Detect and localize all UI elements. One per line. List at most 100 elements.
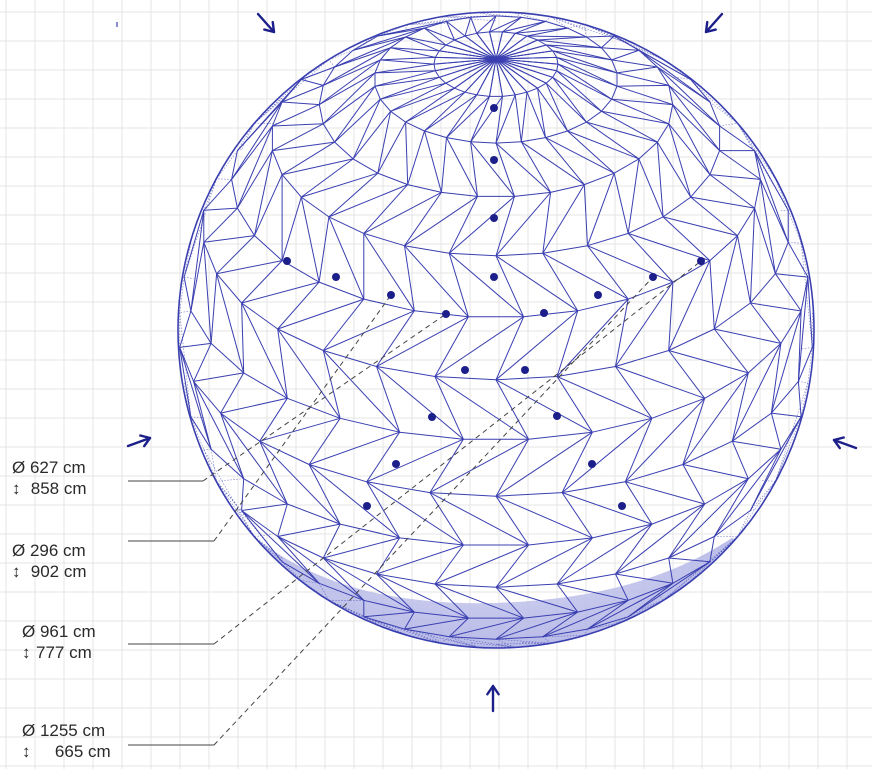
mesh-edge — [231, 150, 238, 180]
mesh-edge — [203, 207, 238, 243]
diameter-value: Ø 961 cm — [22, 622, 96, 641]
mesh-edge — [363, 233, 415, 312]
mesh-edge — [586, 121, 640, 160]
mesh-edge — [287, 397, 341, 419]
mesh-edge — [435, 56, 497, 60]
node-point — [697, 257, 705, 265]
mesh-edge — [584, 24, 664, 60]
mesh-edge — [193, 381, 212, 450]
mesh-edge — [672, 76, 691, 80]
mesh-edge — [308, 464, 341, 525]
mesh-edge — [241, 260, 283, 304]
mesh-edge — [638, 600, 664, 610]
mesh-edge — [495, 58, 528, 93]
mesh-edge — [788, 242, 802, 244]
mesh-edge — [216, 481, 255, 537]
mesh-edge — [775, 449, 789, 482]
mesh-edge — [300, 196, 320, 283]
mesh-edge — [376, 316, 469, 367]
mesh-edge — [308, 464, 367, 483]
height-value: 902 cm — [30, 562, 87, 581]
mesh-edge — [216, 273, 242, 304]
mesh-edge — [470, 17, 478, 34]
mesh-edge — [434, 544, 529, 585]
mesh-edge — [236, 150, 273, 209]
mesh-edge — [424, 130, 442, 193]
mesh-edge — [390, 87, 455, 112]
mesh-edge — [476, 15, 497, 34]
mesh-edge — [690, 196, 738, 236]
mesh-edge — [301, 196, 330, 218]
mesh-edge — [429, 438, 529, 494]
mesh-edge — [628, 600, 664, 618]
mesh-edge — [424, 91, 466, 132]
mesh-edge — [515, 20, 546, 34]
mesh-edge — [601, 35, 615, 49]
mesh-edge — [719, 125, 755, 152]
mesh-edge — [241, 503, 288, 511]
mesh-edge — [241, 302, 245, 373]
mesh-edge — [322, 523, 341, 559]
mesh-edge — [318, 582, 364, 601]
mesh-edge — [231, 179, 238, 209]
mesh-edge — [584, 24, 629, 44]
mesh-edge — [656, 141, 692, 198]
mesh-edge — [611, 49, 640, 61]
mesh-edge — [271, 150, 283, 175]
mesh-edge — [376, 573, 469, 619]
mesh-edge — [690, 196, 755, 209]
mesh-edge — [601, 47, 613, 61]
mesh-edge — [241, 478, 245, 511]
mesh-edge — [405, 121, 425, 132]
mesh-edge — [495, 438, 530, 497]
mesh-edge — [638, 141, 658, 160]
mesh-edge — [282, 101, 320, 106]
mesh-edge — [713, 235, 738, 330]
mesh-edge — [502, 94, 516, 97]
mesh-edge — [495, 255, 578, 312]
mesh-edge — [614, 35, 664, 60]
mesh-edge — [672, 104, 711, 175]
mesh-edge — [277, 281, 320, 330]
mesh-edge — [216, 178, 232, 180]
mesh-edge — [363, 611, 415, 618]
mesh-edge — [495, 50, 553, 60]
mesh-edge — [281, 141, 335, 176]
node-point — [392, 460, 400, 468]
mesh-edge — [241, 281, 320, 304]
mesh-edge — [434, 50, 440, 58]
mesh-edge — [502, 16, 522, 33]
mesh-edge — [502, 31, 516, 34]
mesh-edge — [190, 416, 205, 450]
mesh-edge — [526, 35, 587, 38]
mesh-edge — [556, 537, 593, 585]
mesh-edge — [556, 523, 653, 585]
mesh-edge — [495, 583, 558, 588]
mesh-edge — [454, 39, 497, 60]
mesh-edge — [616, 72, 669, 86]
mesh-edge — [737, 509, 755, 537]
mesh-edge — [668, 350, 706, 399]
mesh-edge — [754, 150, 789, 243]
mesh-edge — [627, 158, 640, 234]
mesh-edge — [682, 464, 749, 480]
mesh-edge — [363, 35, 378, 44]
mesh-edge — [433, 58, 497, 65]
mesh-edge — [390, 47, 440, 52]
mesh-edge — [732, 412, 772, 442]
mesh-edge — [713, 328, 749, 374]
mesh-edge — [404, 195, 478, 247]
mesh-edge — [277, 328, 341, 419]
mesh-edge — [797, 347, 813, 382]
mesh-edge — [363, 232, 405, 247]
arrow-shaft — [704, 12, 724, 34]
mesh-edge — [352, 36, 406, 51]
height-value: 777 cm — [36, 643, 92, 662]
mesh-edge — [668, 503, 706, 559]
mesh-edge — [586, 36, 602, 49]
mesh-edge — [448, 196, 478, 254]
dimension-label-2: Ø 296 cm ↕ 902 cm — [12, 540, 86, 582]
mesh-edge — [801, 347, 813, 350]
mesh-edge — [404, 611, 415, 630]
